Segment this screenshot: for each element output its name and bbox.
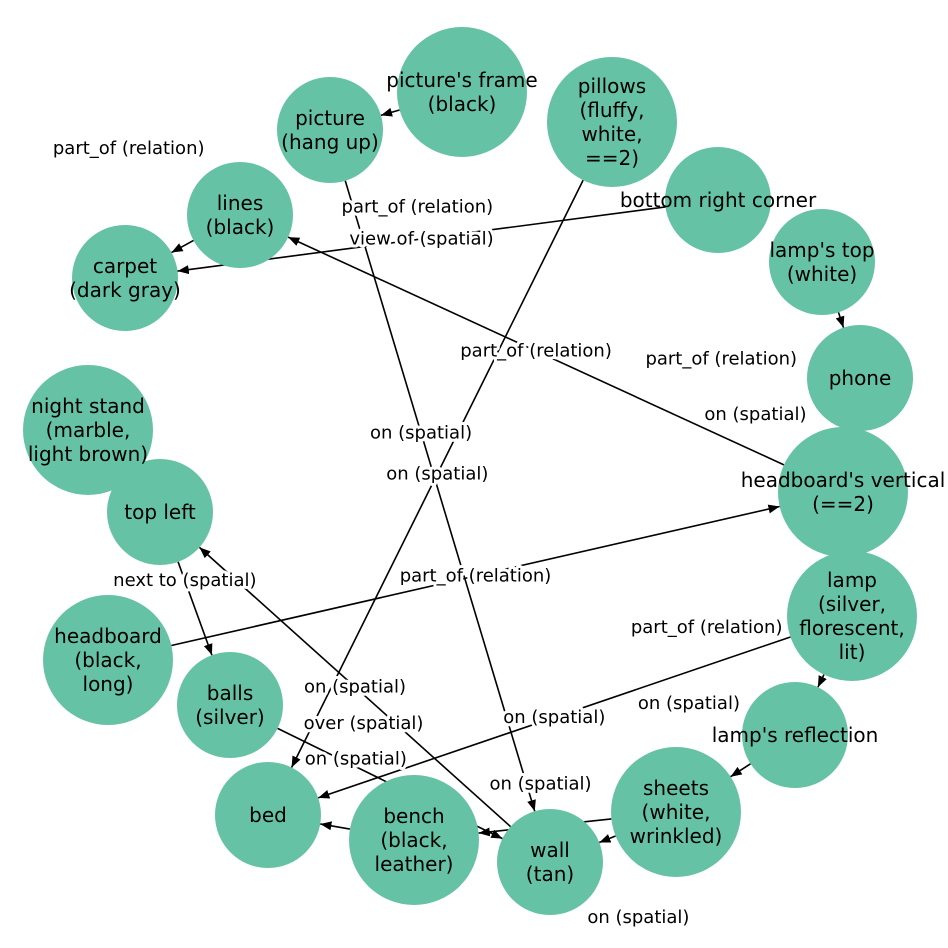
edge-label: on (spatial) xyxy=(489,774,591,795)
node-label: lines xyxy=(217,191,264,215)
edge-picture-to-wall xyxy=(344,180,536,812)
edge-label: on (spatial) xyxy=(305,749,407,770)
node-label: (black, xyxy=(74,648,141,672)
node-label: headboard's vertical xyxy=(741,468,946,492)
node-label: (hang up) xyxy=(281,130,379,154)
node-headboards-vertical[interactable] xyxy=(778,427,908,557)
edge-pictures-frame-to-picture xyxy=(380,107,400,117)
node-label: white, xyxy=(581,122,642,146)
node-label: (black) xyxy=(428,92,497,116)
node-label: wrinkled) xyxy=(630,824,723,848)
node-label: (black, xyxy=(380,828,447,852)
node-balls[interactable] xyxy=(177,652,283,758)
edge-label: on (spatial) xyxy=(587,907,689,928)
node-label: (white, xyxy=(642,800,711,824)
node-label: bench xyxy=(383,804,444,828)
node-label: lamp's reflection xyxy=(712,723,879,747)
edge-label: part_of (relation) xyxy=(53,138,205,159)
node-label: balls xyxy=(207,681,253,705)
edge-pillows-to-bed xyxy=(290,179,584,768)
node-lines[interactable] xyxy=(187,162,293,268)
node-label: picture xyxy=(295,106,365,130)
node-label: picture's frame xyxy=(386,68,537,92)
node-label: florescent, xyxy=(799,616,905,640)
node-label: (==2) xyxy=(812,492,874,516)
node-sheets[interactable] xyxy=(611,747,741,877)
edge-labels: on (spatial) part_of (relation) part_of (r… xyxy=(50,135,810,931)
edge-label: part_of (relation) xyxy=(645,349,797,370)
node-phone[interactable] xyxy=(807,325,913,431)
node-label: (black) xyxy=(206,215,275,239)
edge-label: on (spatial) xyxy=(503,707,605,728)
node-headboard[interactable] xyxy=(43,595,173,725)
node-carpet[interactable] xyxy=(72,225,178,331)
edge-label: part_of (relation) xyxy=(460,340,612,361)
node-lamps-top[interactable] xyxy=(769,209,875,315)
edges xyxy=(171,107,856,844)
node-label: (tan) xyxy=(526,862,574,886)
node-label: top left xyxy=(124,500,196,524)
node-label: phone xyxy=(829,366,892,390)
node-bottom-right-corner[interactable] xyxy=(665,147,771,253)
node-label: light brown) xyxy=(28,442,148,466)
edge-label: on (spatial) xyxy=(304,677,406,698)
edge-label: on (spatial) xyxy=(704,404,806,425)
node-night-stand[interactable] xyxy=(23,365,153,495)
edge-lamp-to-bed xyxy=(317,636,791,799)
node-bench[interactable] xyxy=(349,775,479,905)
node-labels: picture's frame(black)pillows(fluffy,whi… xyxy=(28,68,945,886)
edge-label: part_of (relation) xyxy=(342,196,494,217)
node-label: bed xyxy=(249,803,287,827)
edge-label: part_of (relation) xyxy=(631,617,783,638)
edge-top-left-to-balls xyxy=(177,561,213,656)
node-pillows[interactable] xyxy=(547,57,677,187)
edge-label: on (spatial) xyxy=(370,422,472,443)
edge-label: on (spatial) xyxy=(638,693,740,714)
node-wall[interactable] xyxy=(497,809,603,915)
edge-sheets-to-wall xyxy=(598,834,616,844)
nodes xyxy=(23,27,917,915)
node-label: pillows xyxy=(578,74,646,98)
node-label: bottom right corner xyxy=(620,188,817,212)
edge-lamps-reflection-to-sheets xyxy=(730,763,751,778)
node-label: leather) xyxy=(375,852,454,876)
edge-label: over (spatial) xyxy=(304,713,424,734)
node-label: lit) xyxy=(839,640,866,664)
edge-lamps-top-to-phone xyxy=(835,312,845,328)
edge-label: part_of (relation) xyxy=(400,566,552,587)
node-label: wall xyxy=(530,838,570,862)
node-label: lamp's top xyxy=(769,238,874,262)
node-label: (dark gray) xyxy=(69,278,181,302)
edge-label: view of (spatial) xyxy=(349,229,493,250)
edge-headboards-vertical-to-lines xyxy=(287,236,785,466)
node-label: (fluffy, xyxy=(579,98,644,122)
node-label: (white) xyxy=(787,262,857,286)
node-label: long) xyxy=(83,672,134,696)
node-pictures-frame[interactable] xyxy=(397,27,527,157)
node-top-left[interactable] xyxy=(107,459,213,565)
edge-headboard-to-headboards-vertical xyxy=(171,504,780,647)
node-lamp[interactable] xyxy=(787,551,917,681)
edge-lines-to-carpet xyxy=(171,239,194,254)
node-label: headboard xyxy=(54,624,162,648)
edge-label: on (spatial) xyxy=(386,463,488,484)
edge-lamp-to-lamps-reflection xyxy=(817,674,827,688)
edge-wall-to-top-left xyxy=(198,546,512,828)
edge-bench-to-bed xyxy=(320,821,351,831)
node-picture[interactable] xyxy=(277,77,383,183)
node-bed[interactable] xyxy=(215,762,321,868)
node-label: lamp xyxy=(827,568,877,592)
node-label: (silver) xyxy=(195,705,265,729)
node-label: ==2) xyxy=(585,146,639,170)
node-label: sheets xyxy=(643,776,709,800)
node-label: (silver, xyxy=(818,592,886,616)
node-label: carpet xyxy=(93,254,157,278)
edge-label: next to (spatial) xyxy=(113,570,256,591)
node-lamps-reflection[interactable] xyxy=(742,682,848,788)
node-label: night stand xyxy=(31,394,145,418)
node-label: (marble, xyxy=(46,418,131,442)
